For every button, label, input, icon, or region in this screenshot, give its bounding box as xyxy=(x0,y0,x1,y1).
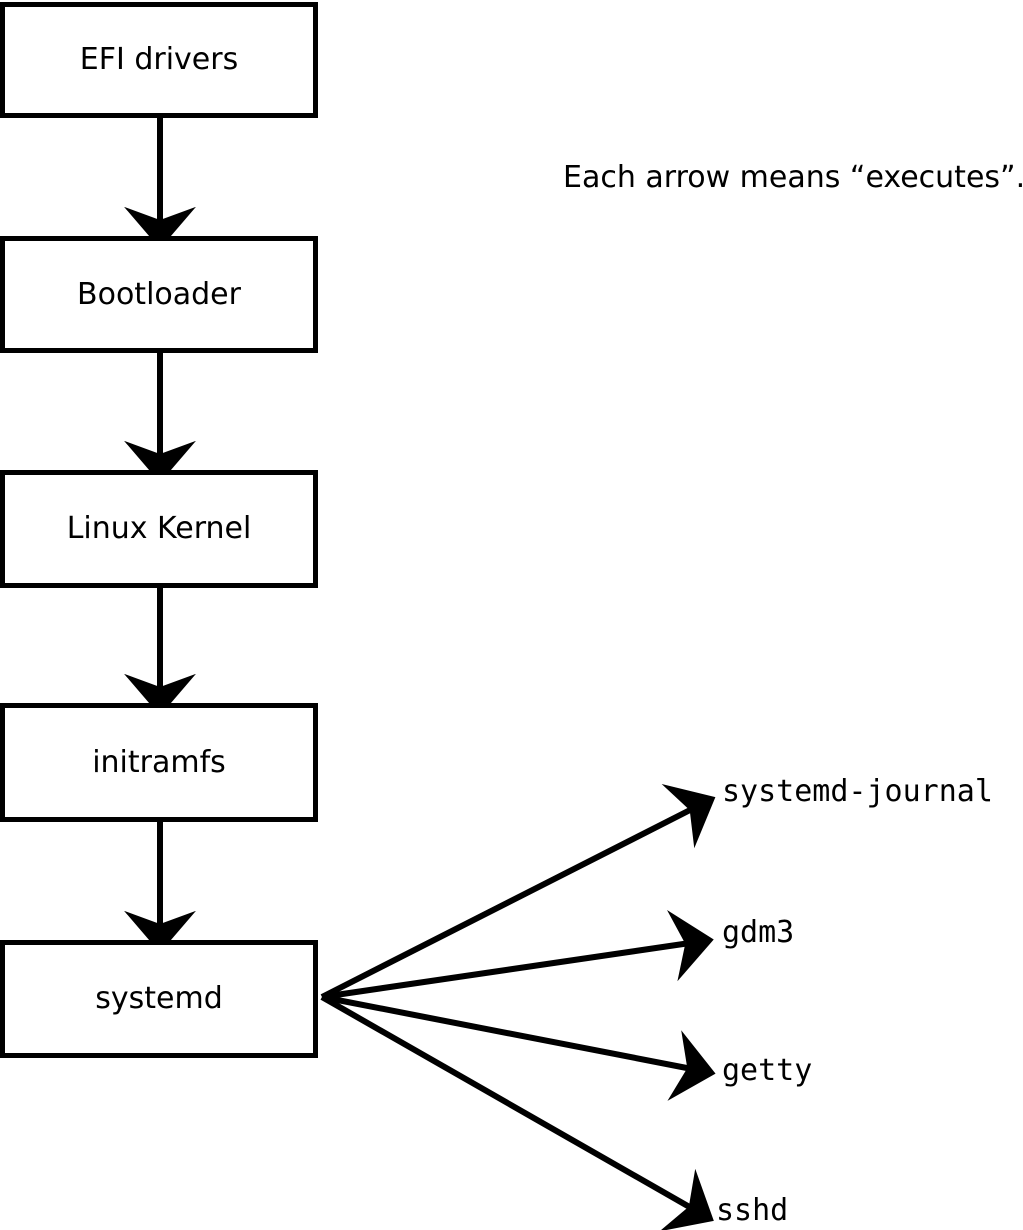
stage-box-bootloader[interactable]: Bootloader xyxy=(0,236,318,353)
stage-label-linux-kernel: Linux Kernel xyxy=(66,511,252,546)
stage-label-bootloader: Bootloader xyxy=(77,276,241,312)
stage-box-linux-kernel[interactable]: Linux Kernel xyxy=(0,470,318,588)
stage-label-systemd: systemd xyxy=(95,981,223,1016)
stage-box-initramfs[interactable]: initramfs xyxy=(0,703,318,822)
stage-label-initramfs: initramfs xyxy=(92,744,226,780)
fanout-arrow-systemd-journal xyxy=(320,784,716,1000)
stage-box-efi-drivers[interactable]: EFI drivers xyxy=(0,2,318,118)
stage-box-systemd[interactable]: systemd xyxy=(0,940,318,1058)
fanout-arrow-gdm3 xyxy=(321,909,714,1000)
stage-label-efi-drivers: EFI drivers xyxy=(79,42,239,77)
process-label-sshd[interactable]: sshd xyxy=(716,1193,789,1228)
process-label-systemd-journal[interactable]: systemd-journal xyxy=(722,774,993,809)
fanout-arrow-sshd xyxy=(320,994,714,1230)
process-label-gdm3[interactable]: gdm3 xyxy=(722,915,795,950)
annotation-note: Each arrow means “executes”. xyxy=(563,160,1023,195)
process-label-getty[interactable]: getty xyxy=(722,1053,813,1088)
fanout-arrow-getty xyxy=(321,994,716,1101)
